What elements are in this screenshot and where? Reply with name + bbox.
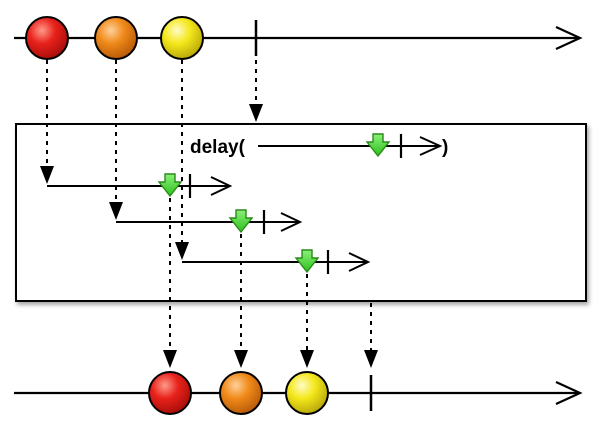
source-marble-yellow [160, 16, 204, 60]
arrowhead-down-icon [234, 350, 248, 368]
output-marble-orange [219, 371, 263, 415]
inner-timeline-red [47, 173, 233, 198]
label-timer-icon [365, 133, 391, 158]
source-marble-red [25, 16, 69, 60]
arrowhead-down-icon [364, 350, 378, 368]
timer-icon [294, 249, 320, 274]
output-connectors [169, 198, 372, 352]
inner-timeline-yellow [182, 249, 371, 274]
operator-box [15, 123, 587, 302]
output-arrowheads [163, 350, 378, 368]
source-marble-orange [94, 16, 138, 60]
output-timeline-arrowhead-icon [555, 381, 583, 405]
operator-label: delay( ) [190, 133, 448, 158]
operator-label-suffix: ) [442, 137, 448, 158]
inner-arrowhead-icon [280, 212, 303, 232]
output-marble-yellow [285, 371, 329, 415]
inner-arrowhead-icon [348, 252, 371, 272]
inner-timeline-orange [116, 209, 303, 234]
label-timeline-arrowhead-icon [419, 136, 443, 156]
source-timeline-arrowhead-icon [555, 26, 583, 50]
inner-arrowhead-icon [210, 176, 233, 196]
arrowhead-down-icon [40, 166, 54, 184]
timer-icon [157, 173, 183, 198]
arrowhead-down-icon [249, 104, 263, 122]
arrowhead-down-icon [109, 202, 123, 220]
arrowhead-down-icon [300, 350, 314, 368]
arrowhead-down-icon [175, 242, 189, 260]
output-marble-red [148, 371, 192, 415]
output-marbles [148, 371, 329, 415]
timer-icon [228, 209, 254, 234]
source-marbles [25, 16, 204, 60]
input-connectors [46, 60, 257, 242]
arrowhead-down-icon [163, 350, 177, 368]
input-arrowheads [40, 104, 263, 260]
operator-label-prefix: delay( [190, 137, 246, 158]
